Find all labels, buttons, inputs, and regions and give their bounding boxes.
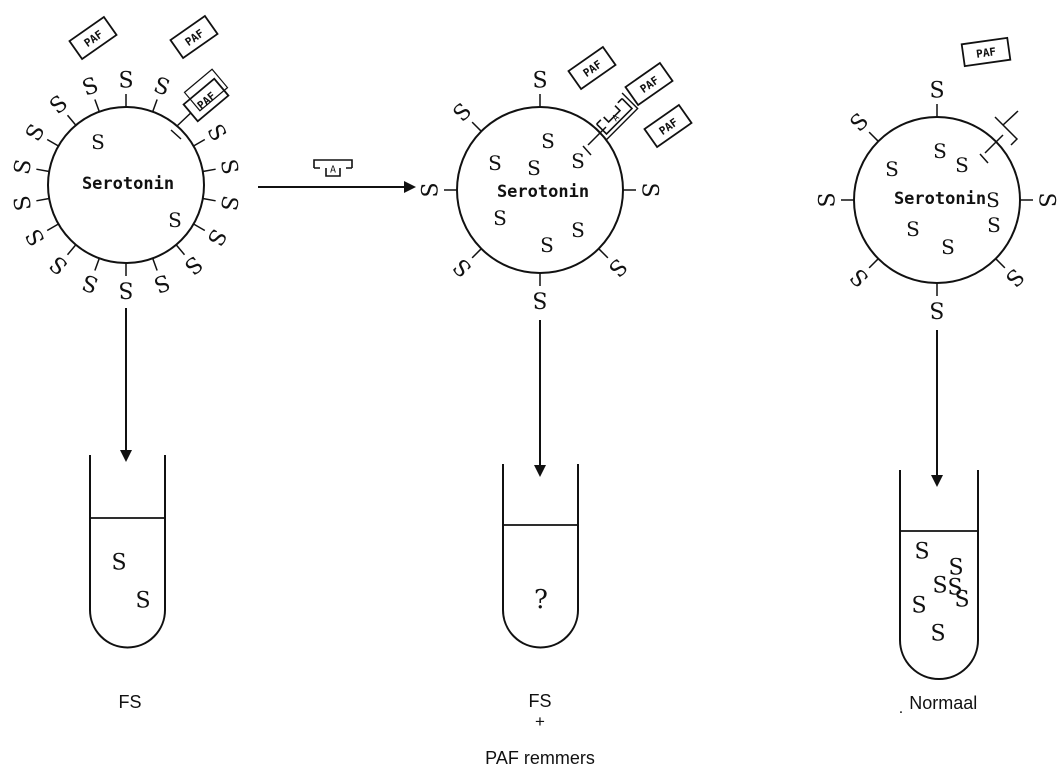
surface-serotonin: S xyxy=(532,69,547,94)
receptor-tick xyxy=(171,130,181,139)
receptor-stalk xyxy=(47,140,58,147)
paf-molecule: PAF xyxy=(568,47,615,89)
surface-serotonin: S xyxy=(21,120,50,146)
caption-fs: FS xyxy=(110,692,150,713)
surface-serotonin: S xyxy=(10,157,37,176)
surface-serotonin: S xyxy=(45,250,73,279)
receptor-stalk xyxy=(869,259,878,268)
cell-label: Serotonin xyxy=(894,189,986,209)
paf-antagonist-bound: A xyxy=(591,93,638,140)
internal-serotonin: S xyxy=(933,139,947,163)
tube-serotonin: S xyxy=(932,574,947,599)
caption-fs-2: FS xyxy=(520,691,560,712)
surface-serotonin: S xyxy=(79,73,102,102)
receptor-stalk xyxy=(36,199,49,201)
receptor-stalk xyxy=(869,132,878,141)
receptor-tick xyxy=(980,154,988,163)
internal-serotonin: S xyxy=(488,151,502,175)
paf-antagonist-free: A xyxy=(314,160,352,176)
surface-serotonin: S xyxy=(929,79,944,104)
receptor-stalk xyxy=(95,258,99,270)
tube-serotonin: S xyxy=(111,551,126,576)
surface-serotonin: S xyxy=(419,182,444,197)
surface-serotonin: S xyxy=(150,73,173,102)
internal-serotonin: S xyxy=(986,188,1000,212)
test-tube xyxy=(503,464,578,648)
tube-serotonin: S xyxy=(947,576,962,601)
receptor-free xyxy=(985,135,1003,153)
receptor-stalk xyxy=(36,169,49,171)
paf-molecule: PAF xyxy=(170,16,217,58)
internal-serotonin: S xyxy=(571,218,585,242)
surface-serotonin: S xyxy=(118,277,133,302)
surface-serotonin: S xyxy=(45,91,73,120)
receptor-stalk xyxy=(472,249,481,258)
receptor-stalk xyxy=(68,245,76,255)
surface-serotonin: S xyxy=(79,268,102,297)
receptor-stalk xyxy=(203,169,216,171)
surface-serotonin: S xyxy=(215,193,242,212)
paf-molecule: PAF xyxy=(625,63,672,105)
internal-serotonin: S xyxy=(885,157,899,181)
internal-serotonin: S xyxy=(493,206,507,230)
paf-molecule: PAF xyxy=(962,38,1011,66)
surface-serotonin: S xyxy=(21,224,50,250)
internal-serotonin: S xyxy=(941,235,955,259)
surface-serotonin: S xyxy=(929,297,944,322)
paf-label: PAF xyxy=(975,45,996,61)
caption-normaal: .Normaal xyxy=(886,693,996,714)
antagonist-label: A xyxy=(330,165,336,176)
internal-serotonin: S xyxy=(541,129,555,153)
internal-serotonin: S xyxy=(571,149,585,173)
surface-serotonin: S xyxy=(816,192,841,207)
surface-serotonin: S xyxy=(215,157,242,176)
caption-paf-remmers: PAF remmers xyxy=(470,748,610,769)
surface-serotonin: S xyxy=(637,182,662,197)
receptor-stalk xyxy=(95,99,99,111)
caption-plus: + xyxy=(530,712,550,732)
tube-unknown: ? xyxy=(534,585,548,615)
receptor-stalk xyxy=(153,258,157,270)
test-tube xyxy=(90,455,165,648)
internal-serotonin: S xyxy=(906,217,920,241)
internal-serotonin: S xyxy=(527,156,541,180)
internal-serotonin: S xyxy=(91,130,105,154)
receptor-stalk xyxy=(996,259,1005,268)
receptor-stalk xyxy=(176,245,184,255)
tube-serotonin: S xyxy=(135,589,150,614)
tube-serotonin: S xyxy=(911,594,926,619)
surface-serotonin: S xyxy=(10,193,37,212)
internal-serotonin: S xyxy=(540,233,554,257)
surface-serotonin: S xyxy=(1034,192,1059,207)
internal-serotonin: S xyxy=(987,213,1001,237)
receptor-stalk xyxy=(47,224,58,231)
tube-serotonin: S xyxy=(930,622,945,647)
cell-label: Serotonin xyxy=(497,182,589,202)
receptor-stalk xyxy=(194,224,205,231)
internal-serotonin: S xyxy=(168,208,182,232)
cell-label: Serotonin xyxy=(82,174,174,194)
receptor-stalk xyxy=(153,99,157,111)
surface-serotonin: S xyxy=(150,268,173,297)
internal-serotonin: S xyxy=(955,153,969,177)
receptor-stalk xyxy=(68,115,76,125)
paf-molecule: PAF xyxy=(644,105,691,147)
receptor-stalk xyxy=(194,140,205,147)
paf-molecule: PAF xyxy=(69,17,116,59)
receptor-stalk xyxy=(472,122,481,131)
surface-serotonin: S xyxy=(179,250,207,279)
tube-serotonin: S xyxy=(914,540,929,565)
surface-serotonin: S xyxy=(201,120,230,146)
surface-serotonin: S xyxy=(118,69,133,94)
receptor-stalk xyxy=(203,199,216,201)
surface-serotonin: S xyxy=(532,287,547,312)
receptor-stalk xyxy=(599,249,608,258)
surface-serotonin: S xyxy=(201,224,230,250)
